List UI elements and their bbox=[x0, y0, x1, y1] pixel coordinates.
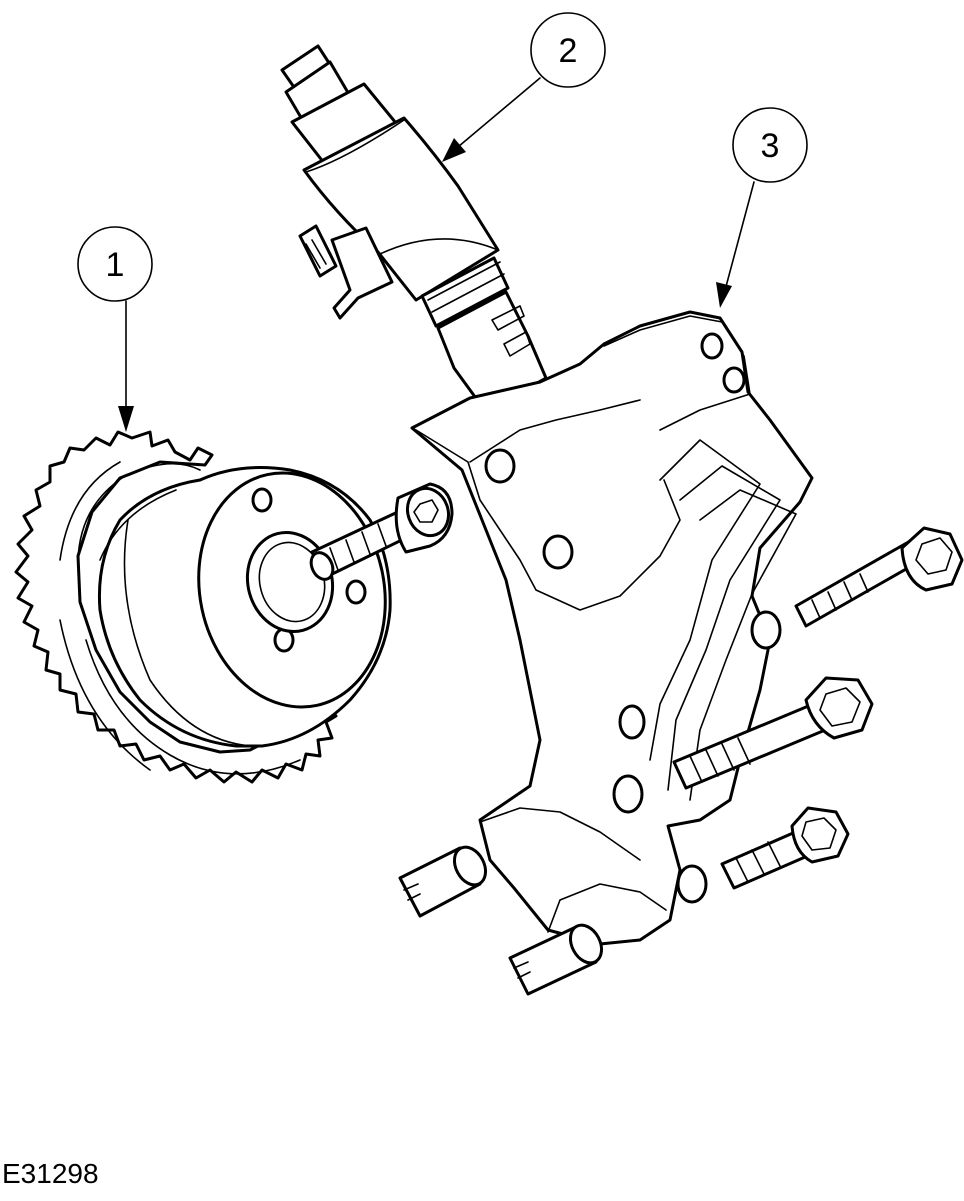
dowel-sleeve-lower bbox=[508, 923, 604, 996]
housing-bolt-upper bbox=[794, 526, 964, 628]
hub-bolt-hole bbox=[251, 487, 273, 513]
solenoid-housing bbox=[410, 310, 814, 946]
housing-bolt-middle bbox=[672, 676, 874, 790]
callout-1-arrowhead bbox=[118, 406, 134, 432]
solenoid-body bbox=[302, 116, 500, 302]
callout-3-label: 3 bbox=[761, 127, 780, 165]
oil-control-solenoid bbox=[280, 44, 548, 414]
callout-1: 1 bbox=[77, 226, 153, 432]
hub-bolt-hole bbox=[345, 579, 367, 605]
housing-mount-hole bbox=[676, 864, 708, 904]
callout-2-arrowhead bbox=[442, 138, 466, 162]
sprocket-center-bolt bbox=[309, 482, 454, 581]
callout-3-arrowhead bbox=[716, 282, 732, 308]
housing-bore bbox=[542, 534, 574, 570]
callout-2-label: 2 bbox=[559, 32, 578, 70]
callout-1-label: 1 bbox=[106, 246, 125, 284]
callout-2: 2 bbox=[442, 12, 606, 162]
figure-reference-number: E31298 bbox=[2, 1158, 99, 1189]
housing-main-casting bbox=[410, 310, 814, 946]
housing-mount-hole bbox=[612, 774, 644, 814]
dowel-sleeve-upper bbox=[398, 845, 488, 918]
housing-bolt-lower bbox=[720, 806, 850, 890]
housing-mount-hole bbox=[750, 610, 782, 650]
camshaft-sprocket-assembly bbox=[14, 430, 392, 784]
housing-mount-hole bbox=[618, 704, 646, 740]
housing-bore bbox=[484, 448, 516, 484]
callout-3: 3 bbox=[716, 107, 808, 308]
